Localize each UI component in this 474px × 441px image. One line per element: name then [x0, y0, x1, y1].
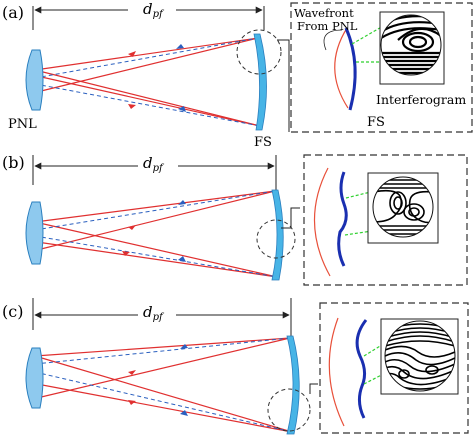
wavefront-label-line2: From PNL	[297, 19, 358, 33]
rays	[34, 190, 278, 278]
inset-box	[303, 154, 468, 286]
panel-a: (a) dpf PNL FS	[2, 0, 473, 150]
fs-surface	[286, 335, 300, 435]
leader-line	[281, 207, 300, 229]
distance-label: dpf	[143, 0, 165, 20]
panel-c-label: (c)	[2, 302, 23, 321]
wavefront-curve	[334, 27, 349, 109]
panel-a-label: (a)	[2, 3, 24, 22]
zoom-circle	[236, 29, 282, 75]
zoom-circle	[256, 219, 296, 259]
inset-box	[319, 302, 469, 434]
fs-surface	[271, 189, 284, 281]
panel-c: (c) dpf	[2, 298, 469, 435]
inset-fs-label: FS	[367, 115, 385, 130]
pnl-lens	[25, 49, 44, 111]
distance-label: dpf	[143, 154, 165, 174]
fs-wavefront-curve	[344, 27, 357, 111]
zoom-circle	[267, 388, 311, 432]
fs-surface	[253, 33, 267, 131]
leader-line	[277, 39, 290, 132]
pnl-lens	[25, 201, 44, 265]
guide-line-bottom	[344, 227, 393, 236]
interferogram-fringes	[373, 177, 433, 237]
wavefront-pointer	[323, 29, 343, 51]
wavefront-label-line1: Wavefront	[294, 6, 354, 20]
interferogram-label: Interferogram	[376, 92, 466, 107]
interferogram-disk	[372, 176, 434, 238]
fs-wavefront-curve	[337, 171, 348, 267]
rays	[34, 37, 261, 127]
distance-label: dpf	[143, 303, 165, 323]
wavefront-curve	[328, 317, 345, 427]
pnl-label: PNL	[8, 117, 37, 132]
interferogram-disk	[380, 14, 442, 76]
inset-box	[290, 2, 473, 133]
wavefront-curve	[313, 167, 331, 277]
panel-b-label: (b)	[2, 153, 25, 172]
fs-label: FS	[254, 135, 272, 150]
leader-line	[309, 383, 318, 394]
guide-line-bottom	[363, 367, 396, 385]
pnl-lens	[25, 347, 44, 409]
interferogram-disk	[384, 320, 456, 392]
fs-wavefront-curve	[355, 319, 368, 419]
panel-b: (b) dpf	[2, 153, 468, 286]
rays	[34, 337, 293, 433]
